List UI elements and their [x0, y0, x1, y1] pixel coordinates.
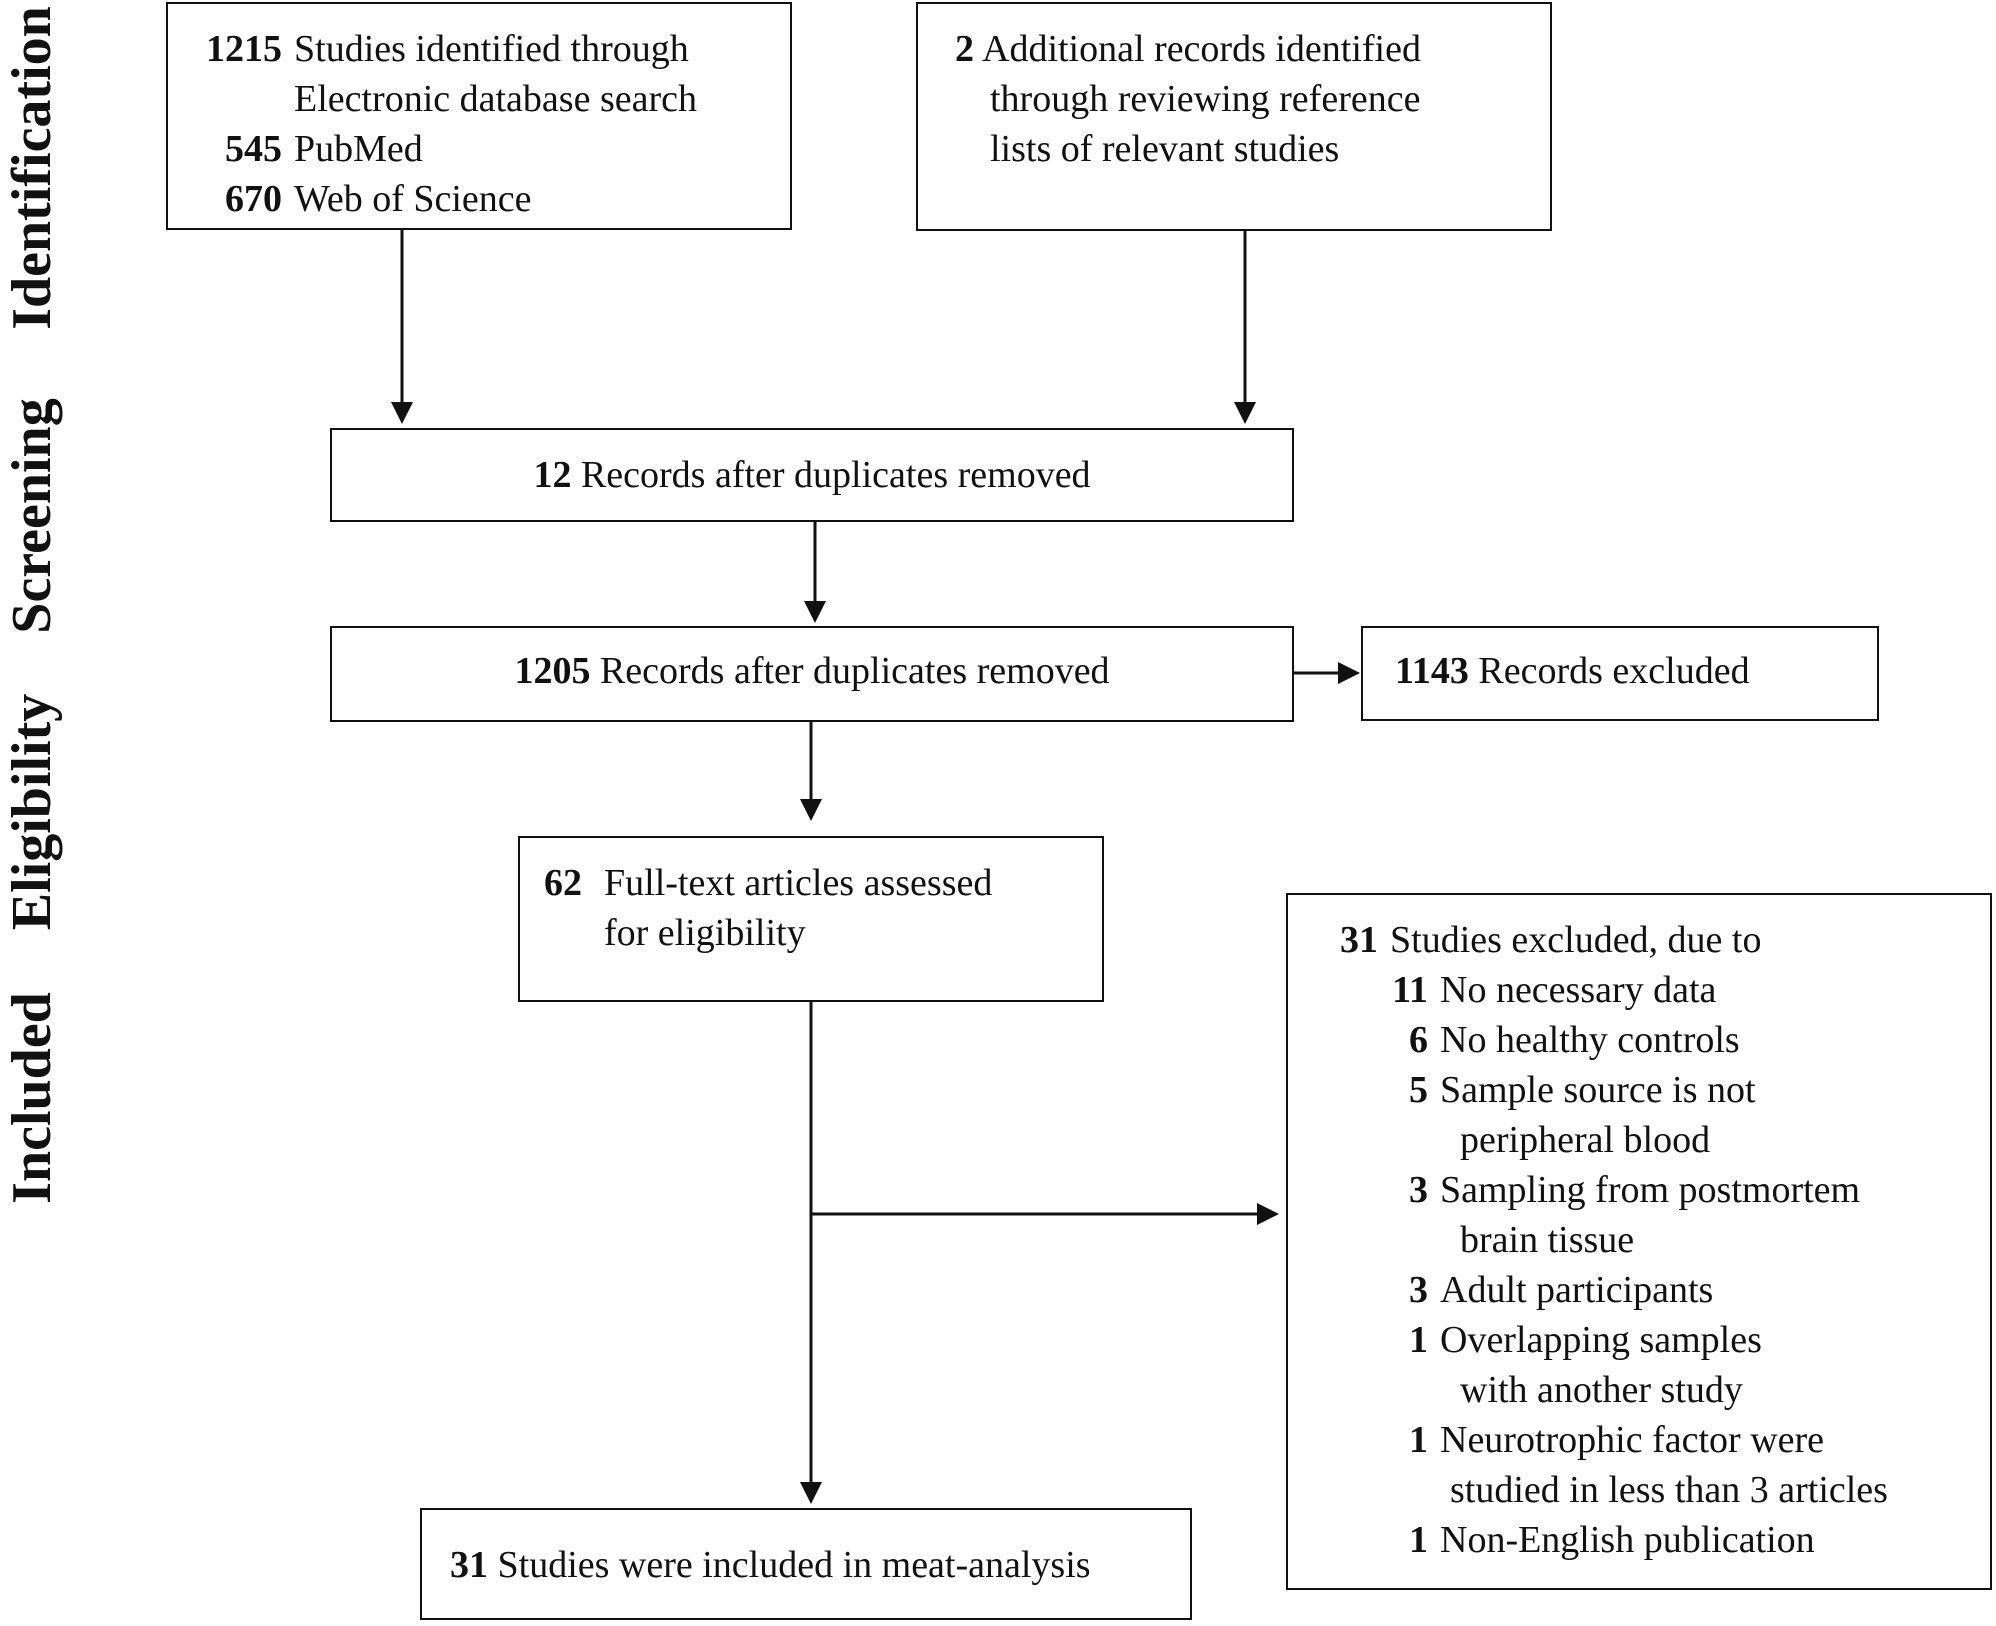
arrowhead [800, 1482, 822, 1504]
count-number: 545 [225, 128, 282, 170]
exclusion-reason: Sample source is not [1440, 1069, 1756, 1111]
exclusion-reason: Overlapping samples [1440, 1319, 1762, 1361]
count-number: 6 [1409, 1019, 1428, 1061]
full-text-assessed-box: 62 Full-text articles assessed for eligi… [518, 836, 1104, 1002]
duplicates-removed-box: 12 Records after duplicates removed [330, 428, 1294, 522]
count-number: 1 [1409, 1419, 1428, 1461]
exclusion-reason: Studies excluded, due to [1390, 919, 1762, 961]
count-number: 31 [1340, 919, 1378, 961]
exclusion-reason: Neurotrophic factor were [1440, 1419, 1825, 1461]
record-label: Records after duplicates removed [599, 650, 1110, 692]
exclusion-reason: Adult participants [1440, 1269, 1714, 1311]
count-number: 1215 [206, 28, 282, 70]
arrowhead [1234, 402, 1256, 424]
arrowhead [391, 402, 413, 424]
arrowhead [804, 601, 826, 623]
record-label: Studies were included in meat-analysis [497, 1544, 1091, 1586]
record-label: through reviewing reference [990, 78, 1421, 120]
identified-records-box: 1215 Studies identified through Electron… [166, 2, 792, 230]
exclusion-reason: with another study [1460, 1369, 1743, 1411]
exclusion-reason: Sampling from postmortem [1440, 1169, 1861, 1211]
record-label: PubMed [294, 128, 423, 170]
studies-included-box: 31 Studies were included in meat-analysi… [420, 1508, 1192, 1620]
record-label: Records after duplicates removed [580, 454, 1091, 496]
record-label: Full-text articles assessed [604, 862, 993, 904]
count-number: 31 [450, 1544, 488, 1586]
record-label: Web of Science [294, 178, 532, 220]
count-number: 1143 [1395, 650, 1469, 692]
arrowhead [800, 799, 822, 821]
count-number: 11 [1392, 969, 1428, 1011]
count-number: 3 [1409, 1269, 1428, 1311]
count-number: 5 [1409, 1069, 1428, 1111]
exclusion-reason: No necessary data [1440, 969, 1717, 1011]
count-number: 62 [544, 862, 582, 904]
exclusion-reason: peripheral blood [1460, 1119, 1711, 1161]
record-label: Electronic database search [294, 78, 697, 120]
records-excluded-box: 1143 Records excluded [1361, 626, 1879, 721]
count-number: 1 [1409, 1519, 1428, 1561]
record-label: for eligibility [604, 912, 806, 954]
studies-excluded-box: 31 Studies excluded, due to 11 No necess… [1286, 893, 1992, 1590]
arrowhead [1338, 662, 1360, 684]
record-label: lists of relevant studies [990, 128, 1340, 170]
count-number: 12 [533, 454, 572, 496]
exclusion-reason: brain tissue [1460, 1219, 1635, 1261]
exclusion-reason: studied in less than 3 articles [1450, 1469, 1888, 1511]
count-number: 670 [225, 178, 282, 220]
count-number: 3 [1409, 1169, 1428, 1211]
record-label: Additional records identified [982, 28, 1421, 70]
screened-records-box: 1205 Records after duplicates removed [330, 626, 1294, 722]
exclusion-reason: Non-English publication [1440, 1519, 1815, 1561]
additional-records-box: 2 Additional records identified through … [916, 2, 1552, 231]
count-number: 1 [1409, 1319, 1428, 1361]
count-number: 2 [955, 28, 974, 70]
exclusion-reason: No healthy controls [1440, 1019, 1740, 1061]
record-label: Studies identified through [294, 28, 689, 70]
record-label: Records excluded [1478, 650, 1750, 692]
arrowhead [1257, 1203, 1279, 1225]
count-number: 1205 [514, 650, 591, 692]
